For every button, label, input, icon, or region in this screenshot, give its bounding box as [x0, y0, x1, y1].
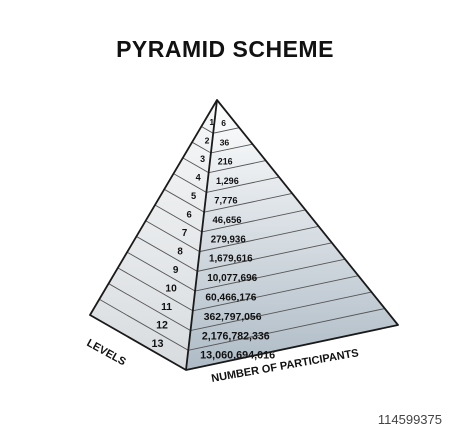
participant-count: 1,679,616 [209, 254, 253, 265]
level-number: 4 [196, 172, 202, 182]
level-number: 7 [182, 228, 187, 239]
level-number: 13 [151, 338, 163, 350]
pyramid-right-face [186, 100, 398, 370]
participant-count: 36 [220, 137, 230, 147]
levels-face-label: LEVELS [85, 337, 128, 368]
level-number: 6 [186, 209, 191, 220]
participant-count: 362,797,056 [204, 312, 262, 323]
level-number: 1 [209, 117, 214, 127]
participant-count: 6 [221, 118, 226, 128]
participant-count: 46,656 [213, 215, 242, 226]
participant-count: 60,466,176 [205, 293, 256, 304]
pyramid-left-face [90, 100, 217, 370]
participant-count: 1,296 [216, 176, 239, 186]
pyramid-ridge [185, 99, 218, 371]
participant-labels: 6 36 216 1,296 7,776 46,656 279,936 1,679,616 10… [200, 118, 275, 362]
participant-count: 2,176,782,336 [202, 330, 270, 342]
level-number: 11 [161, 302, 172, 313]
level-number: 9 [173, 265, 179, 276]
participant-count: 13,060,694,016 [200, 350, 275, 362]
diagram-title: PYRAMID SCHEME [116, 36, 334, 62]
participant-count: 7,776 [214, 196, 237, 206]
participant-count: 216 [218, 157, 233, 167]
participant-count: 279,936 [211, 234, 247, 245]
stock-image-id: 114599375 [377, 412, 442, 427]
level-number: 8 [177, 246, 183, 257]
level-number: 12 [156, 319, 168, 331]
level-number: 10 [165, 283, 177, 294]
level-number: 3 [200, 154, 205, 164]
footer-bar: 114599375 [0, 407, 450, 431]
level-number: 2 [205, 135, 210, 145]
participant-count: 10,077,696 [207, 273, 257, 284]
level-number: 5 [191, 191, 196, 201]
